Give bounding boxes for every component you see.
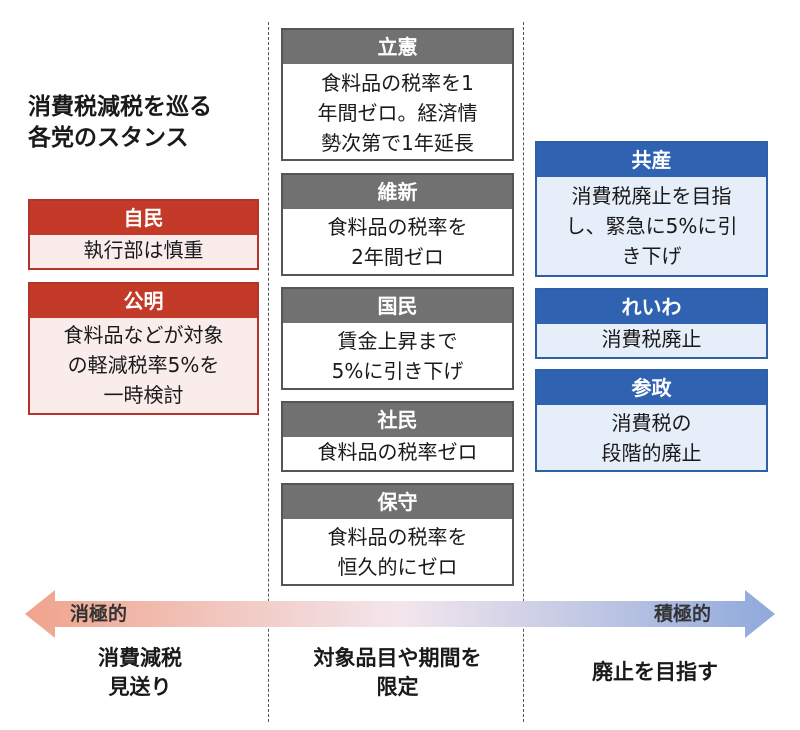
party-card-reiwa: れいわ 消費税廃止 bbox=[535, 288, 768, 359]
party-name: 保守 bbox=[283, 485, 512, 519]
party-stance: 食料品の税率ゼロ bbox=[283, 437, 512, 470]
party-card-jimin: 自民 執行部は慎重 bbox=[28, 199, 259, 270]
party-name: 参政 bbox=[537, 371, 766, 405]
title-line: 消費税減税を巡る bbox=[28, 94, 212, 120]
stance-line: 段階的廃止 bbox=[601, 441, 702, 465]
stance-line: 2年間ゼロ bbox=[351, 245, 444, 269]
stance-scale-arrow bbox=[25, 590, 775, 638]
column-divider-left bbox=[268, 22, 269, 722]
party-card-komei: 公明 食料品などが対象 の軽減税率5%を 一時検討 bbox=[28, 282, 259, 415]
stance-line: 年間ゼロ。経済情 bbox=[317, 101, 478, 125]
stance-line: 食料品などが対象 bbox=[63, 323, 224, 347]
stance-label-line: 廃止を目指す bbox=[592, 660, 718, 684]
stance-line: 賃金上昇まで bbox=[337, 329, 458, 353]
party-name: 維新 bbox=[283, 175, 512, 209]
stance-label-center: 対象品目や期間を 限定 bbox=[285, 644, 510, 702]
stance-line: 一時検討 bbox=[103, 383, 184, 407]
arrow-label-positive: 積極的 bbox=[654, 603, 712, 625]
party-name: れいわ bbox=[537, 290, 766, 324]
stance-line: 食料品の税率を bbox=[327, 215, 468, 239]
stance-label-right: 廃止を目指す bbox=[555, 658, 755, 687]
party-name: 立憲 bbox=[283, 30, 512, 64]
party-name: 自民 bbox=[30, 201, 257, 235]
arrow-shape bbox=[25, 590, 775, 638]
column-divider-right bbox=[523, 22, 524, 722]
stance-line: 食料品の税率ゼロ bbox=[317, 440, 478, 464]
party-stance: 食料品の税率を 恒久的にゼロ bbox=[283, 519, 512, 584]
title-line: 各党のスタンス bbox=[28, 125, 189, 151]
party-card-rikken: 立憲 食料品の税率を1 年間ゼロ。経済情 勢次第で1年延長 bbox=[281, 28, 514, 161]
party-card-sansei: 参政 消費税の 段階的廃止 bbox=[535, 369, 768, 472]
party-stance: 執行部は慎重 bbox=[30, 235, 257, 268]
party-card-shamin: 社民 食料品の税率ゼロ bbox=[281, 401, 514, 472]
stance-line: し、緊急に5%に引 bbox=[565, 214, 738, 238]
party-name: 共産 bbox=[537, 143, 766, 177]
party-card-ishin: 維新 食料品の税率を 2年間ゼロ bbox=[281, 173, 514, 276]
party-stance: 食料品の税率を1 年間ゼロ。経済情 勢次第で1年延長 bbox=[283, 64, 512, 159]
party-name: 国民 bbox=[283, 289, 512, 323]
party-name: 公明 bbox=[30, 284, 257, 318]
party-stance: 食料品などが対象 の軽減税率5%を 一時検討 bbox=[30, 318, 257, 413]
stance-line: 勢次第で1年延長 bbox=[321, 131, 474, 155]
stance-label-line: 限定 bbox=[376, 675, 419, 699]
stance-label-line: 見送り bbox=[108, 675, 172, 699]
stance-line: 恒久的にゼロ bbox=[337, 555, 458, 579]
party-stance: 消費税の 段階的廃止 bbox=[537, 405, 766, 470]
stance-line: 執行部は慎重 bbox=[83, 238, 204, 262]
diagram-title: 消費税減税を巡る 各党のスタンス bbox=[28, 92, 212, 154]
stance-line: 消費税廃止 bbox=[601, 327, 702, 351]
stance-label-left: 消費減税 見送り bbox=[50, 644, 230, 702]
stance-line: 食料品の税率を1 bbox=[321, 71, 474, 95]
party-stance: 食料品の税率を 2年間ゼロ bbox=[283, 209, 512, 274]
party-stance: 消費税廃止を目指 し、緊急に5%に引 き下げ bbox=[537, 177, 766, 275]
stance-line: 5%に引き下げ bbox=[331, 359, 464, 383]
stance-line: 消費税の bbox=[611, 411, 692, 435]
stance-line: き下げ bbox=[621, 244, 682, 268]
party-card-hoshu: 保守 食料品の税率を 恒久的にゼロ bbox=[281, 483, 514, 586]
party-name: 社民 bbox=[283, 403, 512, 437]
stance-line: 消費税廃止を目指 bbox=[571, 184, 732, 208]
stance-label-line: 対象品目や期間を bbox=[313, 646, 482, 670]
party-stance: 賃金上昇まで 5%に引き下げ bbox=[283, 323, 512, 388]
party-stance: 消費税廃止 bbox=[537, 324, 766, 357]
arrow-label-negative: 消極的 bbox=[70, 603, 128, 625]
party-card-kyosan: 共産 消費税廃止を目指 し、緊急に5%に引 き下げ bbox=[535, 141, 768, 277]
stance-line: 食料品の税率を bbox=[327, 525, 468, 549]
stance-label-line: 消費減税 bbox=[98, 646, 182, 670]
party-card-kokumin: 国民 賃金上昇まで 5%に引き下げ bbox=[281, 287, 514, 390]
stance-line: の軽減税率5%を bbox=[67, 353, 220, 377]
